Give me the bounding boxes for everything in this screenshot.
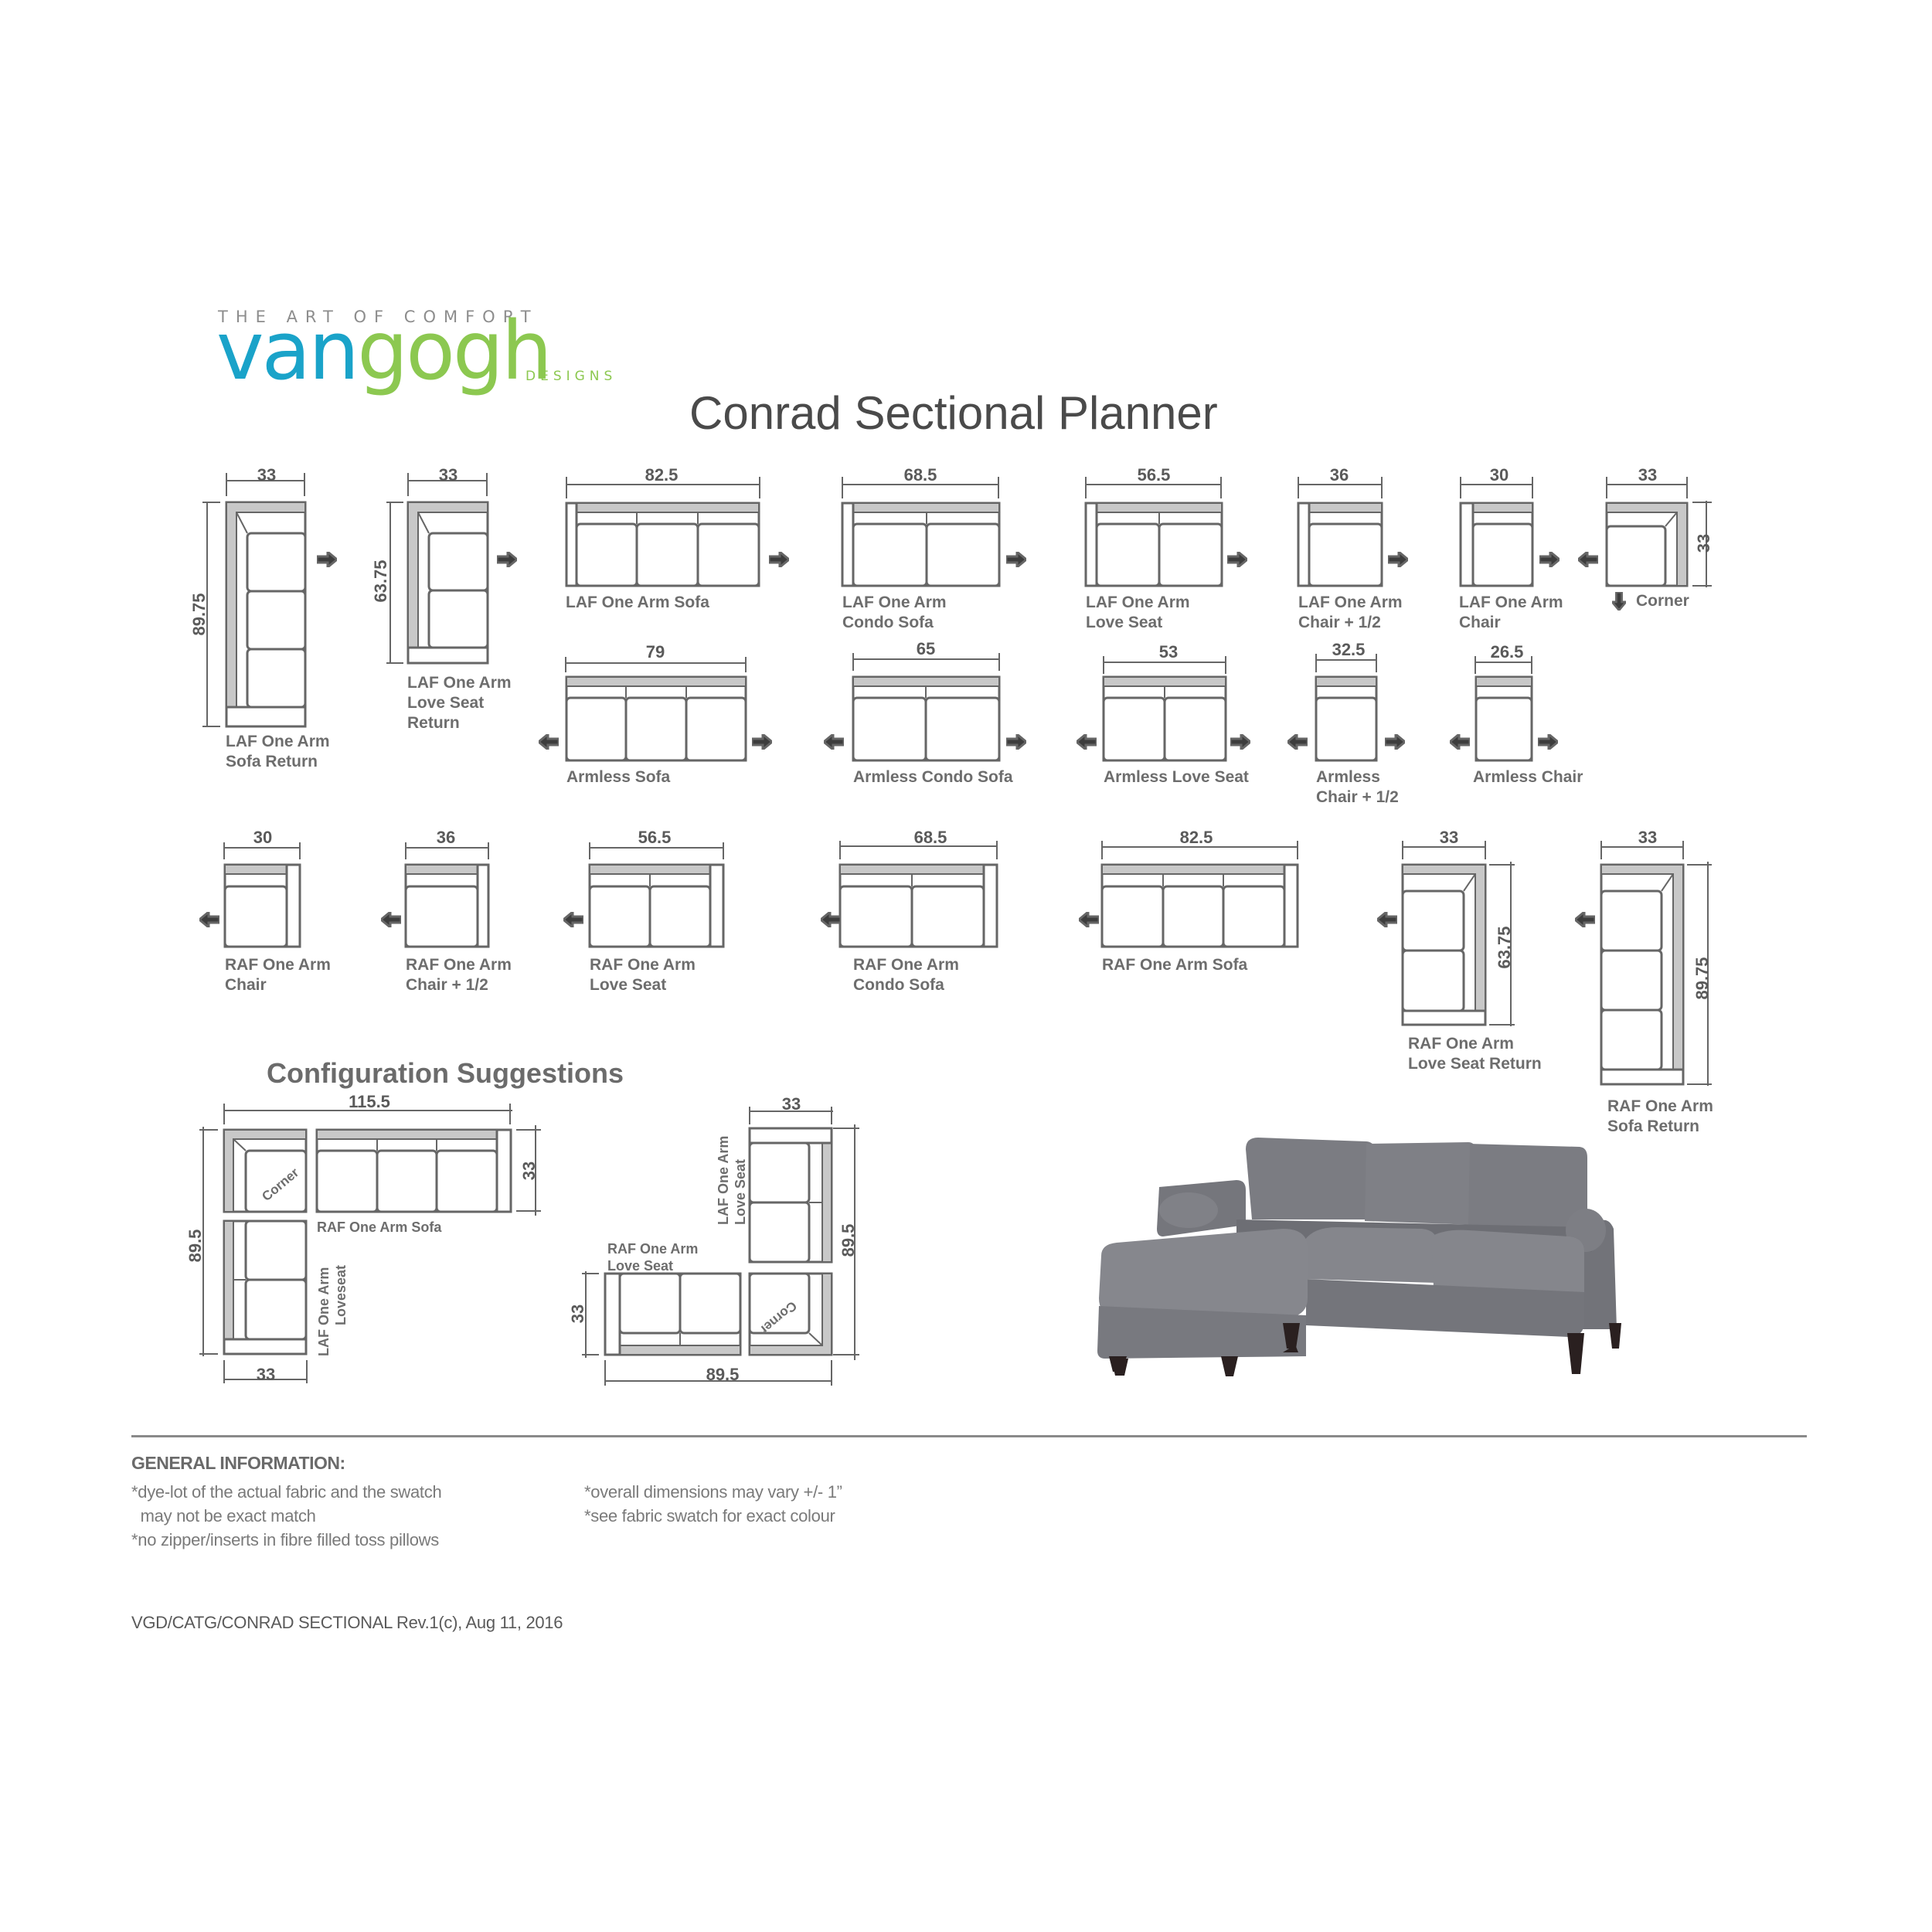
module-laf-sofa-return	[202, 473, 307, 728]
config2-overall-depth: 89.5	[838, 1224, 858, 1257]
module-armless-chair	[1475, 656, 1533, 762]
dim-laf-ls-return-depth: 63.75	[371, 560, 390, 602]
dim-laf-chair-width: 30	[1490, 465, 1509, 485]
dim-armless-chair: 26.5	[1491, 642, 1524, 662]
module-raf-chair-half	[404, 842, 490, 948]
general-info-col1: *dye-lot of the actual fabric and the sw…	[131, 1482, 442, 1554]
dim-corner-width: 33	[1638, 465, 1657, 485]
module-laf-chair-half	[1297, 477, 1383, 587]
module-armless-sofa	[565, 657, 747, 762]
config-2-diagram	[582, 1107, 859, 1386]
module-armless-love-seat	[1102, 656, 1227, 762]
label-laf-sofa: LAF One Arm Sofa	[566, 594, 709, 611]
dim-raf-sofa: 82.5	[1180, 828, 1213, 847]
label-corner: Corner	[1636, 592, 1689, 610]
dim-raf-ls-return-width: 33	[1440, 828, 1458, 847]
config2-left-depth: 33	[568, 1304, 587, 1323]
dim-armless-sofa: 79	[646, 642, 665, 662]
label-armless-ls: Armless Love Seat	[1104, 768, 1249, 786]
brand-name-van: van	[216, 304, 359, 398]
module-armless-chair-half	[1315, 654, 1378, 762]
config1-overall-depth: 89.5	[185, 1230, 205, 1263]
general-info-col2: *overall dimensions may vary +/- 1” *see…	[584, 1482, 842, 1530]
dim-armless-condo: 65	[917, 639, 935, 658]
general-info-note: *no zipper/inserts in fibre filled toss …	[131, 1530, 439, 1549]
label-armless-condo: Armless Condo Sofa	[853, 768, 1013, 786]
config1-corner-label: Corner	[259, 1165, 301, 1204]
module-laf-chair	[1459, 477, 1534, 587]
module-raf-love-seat-return	[1401, 841, 1515, 1026]
label-armless-chair: Armless Chair	[1473, 768, 1583, 786]
dim-laf-chair-half-width: 36	[1330, 465, 1349, 485]
dim-raf-chair: 30	[253, 828, 272, 847]
dim-raf-chair-half: 36	[437, 828, 455, 847]
brand-logo: vangogh	[216, 311, 553, 391]
brand-name-gogh: gogh	[357, 304, 553, 398]
general-info-note: *dye-lot of the actual fabric and the sw…	[131, 1482, 442, 1502]
config1-bottom-width: 33	[257, 1365, 275, 1384]
config1-sofa-depth: 33	[519, 1162, 539, 1180]
dim-raf-ls: 56.5	[638, 828, 672, 847]
general-info-title: GENERAL INFORMATION:	[131, 1453, 345, 1473]
module-raf-sofa-return	[1600, 841, 1712, 1086]
page-title: Conrad Sectional Planner	[689, 387, 1218, 439]
module-laf-condo-sofa	[841, 477, 1001, 587]
dim-armless-ls: 53	[1159, 642, 1178, 662]
dim-raf-sofa-return-depth: 89.75	[1692, 957, 1712, 999]
module-laf-love-seat	[1084, 477, 1223, 587]
dim-raf-ls-return-depth: 63.75	[1495, 926, 1514, 968]
dim-corner-depth: 33	[1694, 534, 1713, 553]
document-footer: VGD/CATG/CONRAD SECTIONAL Rev.1(c), Aug …	[131, 1613, 563, 1632]
general-info-note: *see fabric swatch for exact colour	[584, 1506, 835, 1526]
config1-overall-width: 115.5	[349, 1092, 390, 1111]
module-armless-condo-sofa	[852, 653, 1001, 762]
config2-corner-label: Corner	[757, 1298, 799, 1338]
module-raf-chair	[223, 842, 301, 948]
dim-laf-sofa-return-depth: 89.75	[189, 593, 209, 635]
config1-sofa-label: RAF One Arm Sofa	[317, 1219, 442, 1235]
brand-sub: DESIGNS	[526, 369, 617, 384]
dim-laf-ls-width: 56.5	[1138, 465, 1171, 485]
config-1-diagram	[199, 1104, 541, 1383]
module-laf-love-seat-return	[386, 473, 489, 665]
module-corner	[1605, 477, 1712, 587]
dim-armless-chair-half: 32.5	[1332, 640, 1366, 659]
module-raf-sofa	[1100, 841, 1299, 948]
label-armless-sofa: Armless Sofa	[566, 768, 671, 786]
config2-top-width: 33	[782, 1094, 801, 1114]
config2-overall-width: 89.5	[706, 1365, 740, 1384]
general-info-note: may not be exact match	[131, 1506, 316, 1526]
configuration-suggestions-title: Configuration Suggestions	[267, 1057, 624, 1089]
divider	[131, 1435, 1807, 1437]
dim-laf-ls-return-width: 33	[439, 465, 457, 485]
module-raf-love-seat	[588, 842, 725, 948]
dim-laf-condo-width: 68.5	[904, 465, 937, 485]
general-info-note: *overall dimensions may vary +/- 1”	[584, 1482, 842, 1502]
dim-laf-sofa-return-width: 33	[257, 465, 276, 485]
sofa-photo	[1097, 1138, 1621, 1376]
label-raf-sofa: RAF One Arm Sofa	[1102, 956, 1248, 974]
module-laf-sofa	[565, 477, 760, 587]
module-raf-condo-sofa	[838, 841, 998, 948]
dim-laf-sofa-width: 82.5	[645, 465, 679, 485]
dim-raf-condo: 68.5	[914, 828, 947, 847]
dim-raf-sofa-return-width: 33	[1638, 828, 1657, 847]
brand-tagline: THE ART OF COMFORT	[218, 308, 539, 326]
